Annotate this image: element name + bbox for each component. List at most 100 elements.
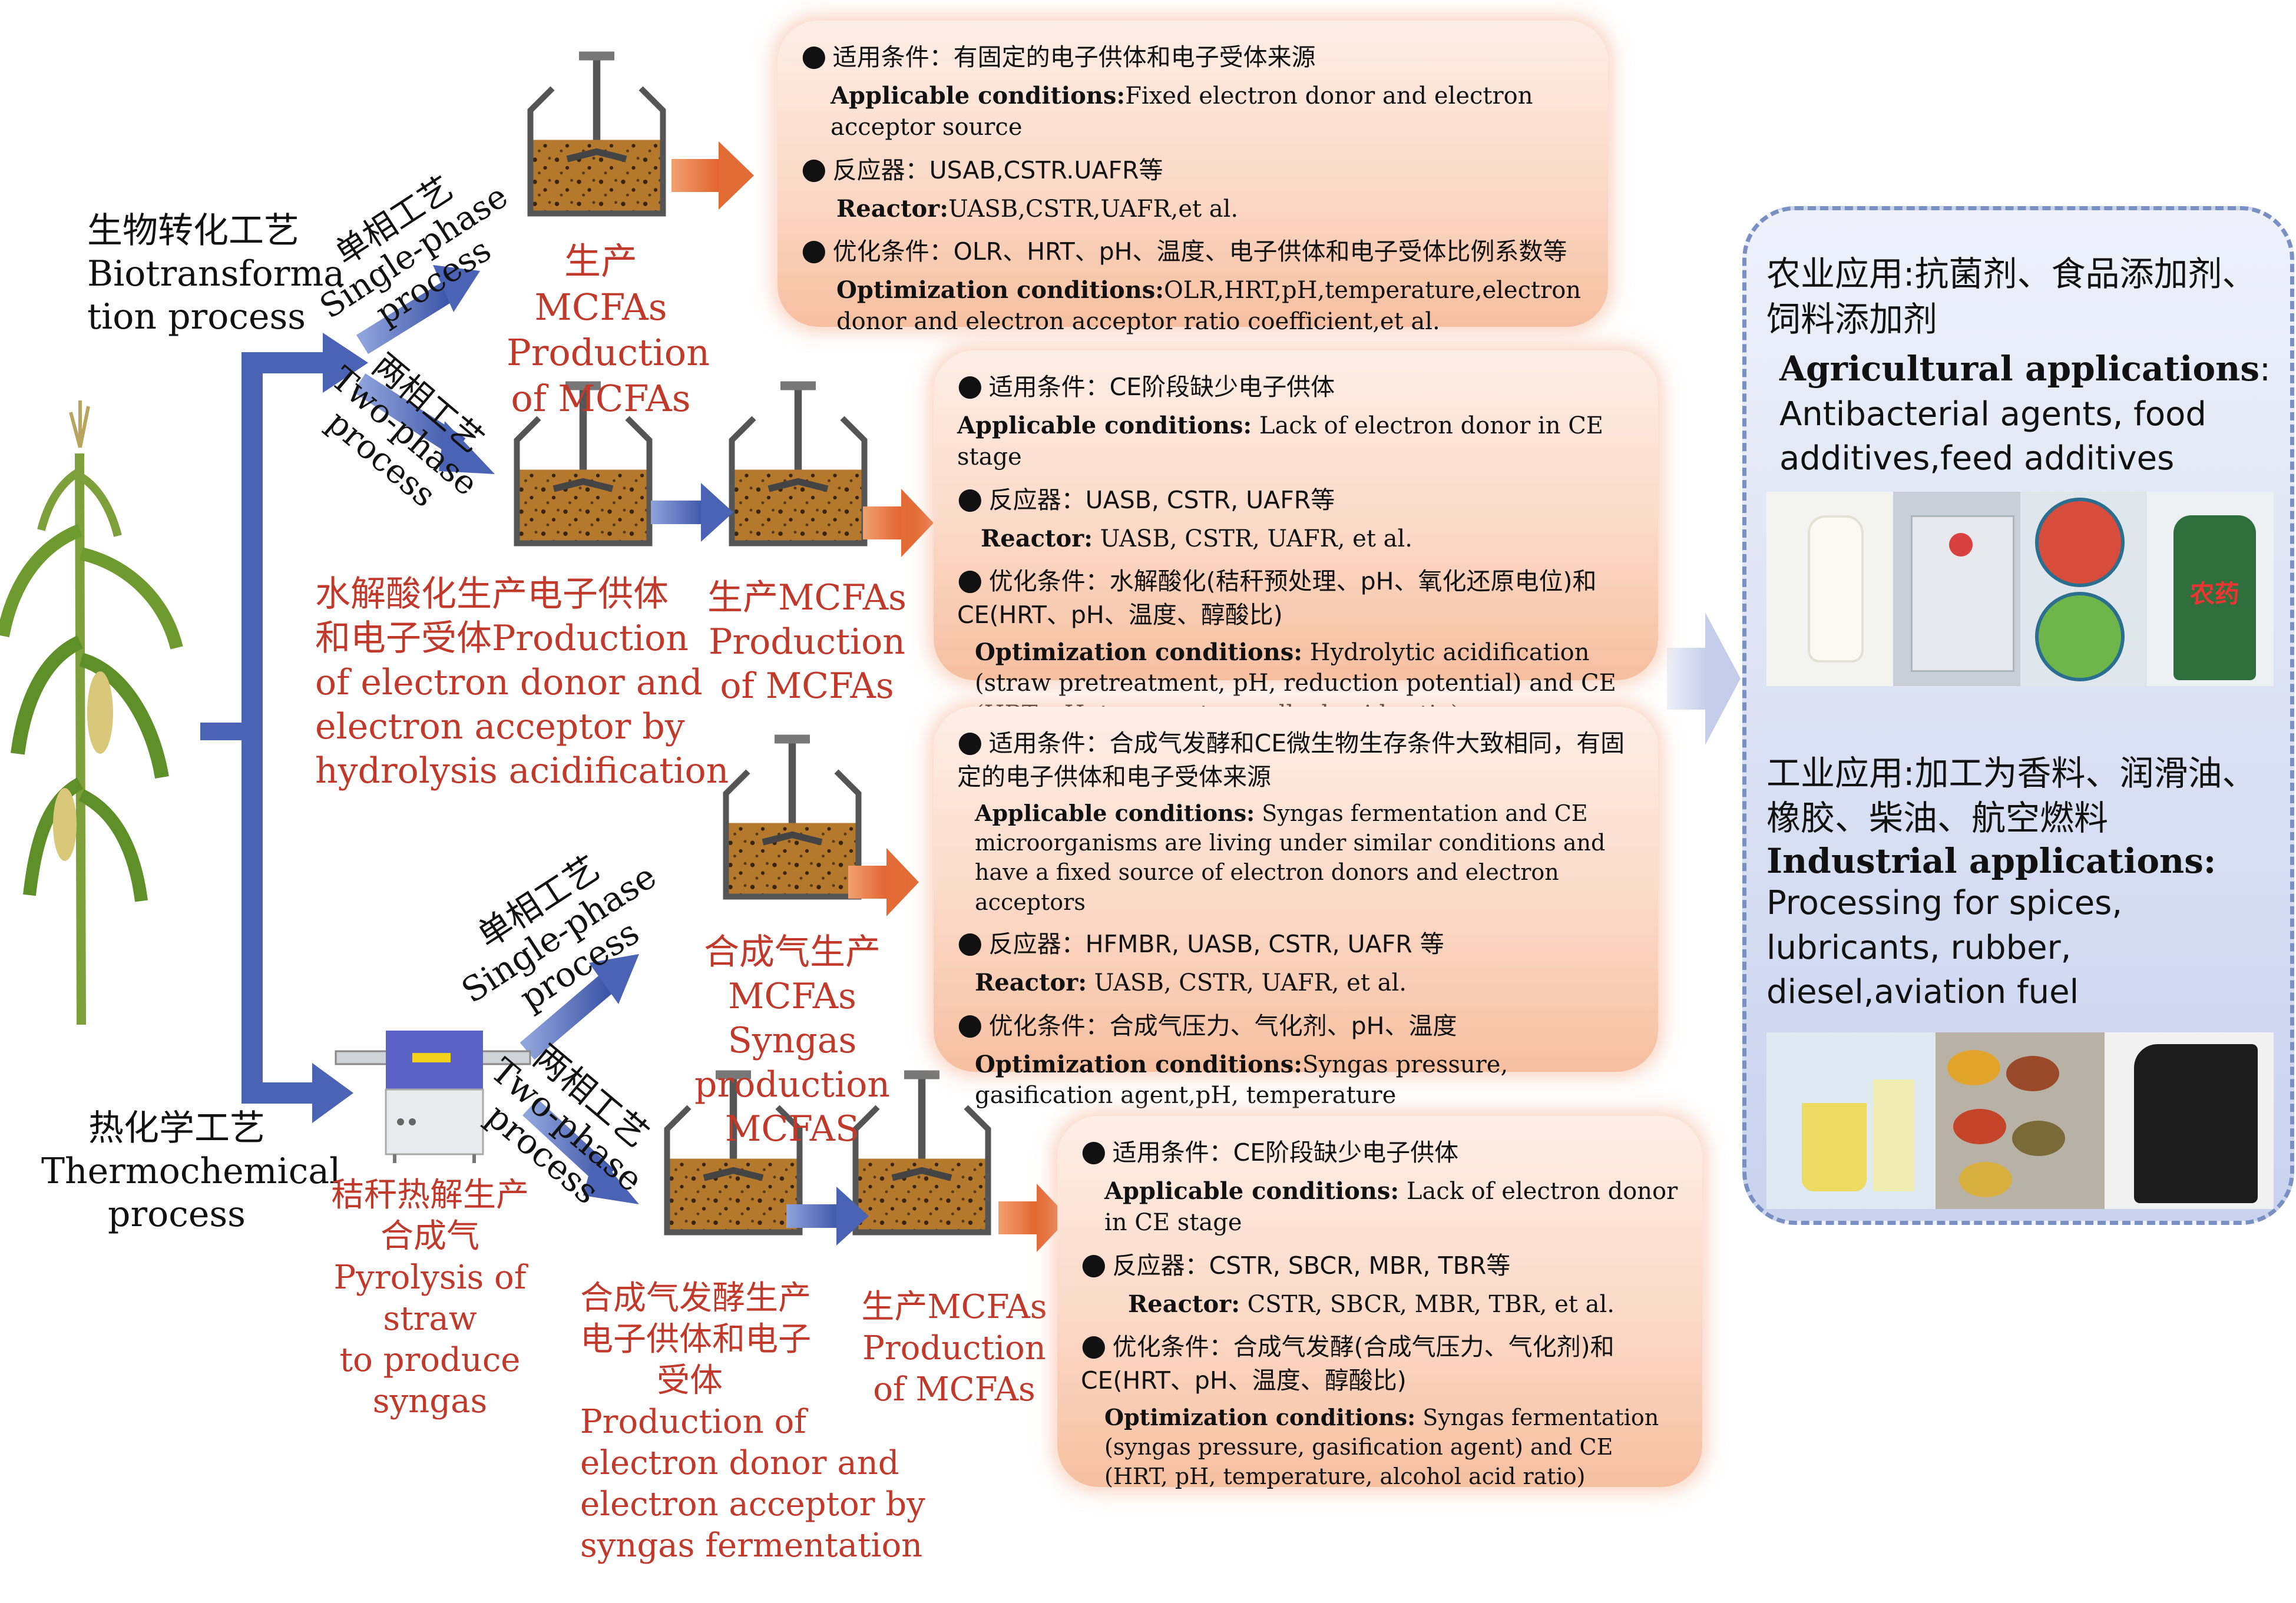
box2-en-2-text: UASB, CSTR, UAFR, et al. (1092, 525, 1412, 552)
ind-images (1766, 1032, 2274, 1209)
reactor-link-arrow-thermo (786, 1187, 869, 1246)
bio-two-step1-line-2: 和电子受体Production (315, 618, 689, 659)
box1-en-1-text: Fixed electron donor and electron accept… (831, 82, 1533, 141)
bullet-icon: ● (1081, 1328, 1107, 1363)
pyrolysis-furnace-image (335, 1031, 531, 1163)
bio-two-step1-line-4: electron acceptor by (315, 706, 685, 747)
bio-two-product-label: 生产MCFAs Production of MCFAs (707, 576, 907, 708)
orange-arrow-box3 (848, 848, 919, 916)
agri-en: Antibacterial agents, food additives,fee… (1779, 395, 2206, 478)
thermo-two-step1-line-1: 合成气发酵生产 (580, 1279, 811, 1317)
reactor-bio-single (531, 52, 663, 214)
thermo-two-step1-line-6: electron acceptor by (580, 1485, 925, 1523)
bullet-icon: ● (801, 38, 827, 72)
pesticide-label: 农药 (2189, 579, 2239, 608)
box4-cn-2: 反应器：CSTR, SBCR, MBR, TBR等 (1112, 1251, 1511, 1280)
bullet-icon: ● (957, 925, 983, 959)
box2-cn-2: 反应器：UASB, CSTR, UAFR等 (988, 485, 1335, 514)
lab-beakers-image (1766, 1032, 1936, 1209)
box1-cn-3: 优化条件：OLR、HRT、pH、温度、电子供体和电子受体比例系数等 (832, 237, 1567, 266)
conditions-box-bio-two: ●适用条件：CE阶段缺少电子供体 Applicable conditions: … (934, 350, 1658, 728)
box4-cn-3: 优化条件：合成气发酵(合成气压力、气化剂)和CE(HRT、pH、温度、醇酸比) (1081, 1333, 1615, 1395)
thermochemical-label: 热化学工艺 Thermochemical process (41, 1107, 341, 1237)
applications-panel: 农业应用:抗菌剂、食品添加剂、饲料添加剂 Agricultural applic… (1742, 206, 2294, 1225)
pyrolysis-line-1: 秸秆热解生产 (331, 1176, 529, 1214)
box2-en-1-text: Lack of electron donor in CE stage (957, 412, 1604, 471)
box3-en-1-text: Syngas fermentation and CE microorganism… (975, 800, 1606, 915)
box1-en-3-text: OLR,HRT,pH,temperature,electron donor an… (836, 277, 1582, 336)
agri-cn: 农业应用:抗菌剂、食品添加剂、饲料添加剂 (1766, 254, 2257, 339)
antibacterial-bottle-image (1766, 491, 1894, 686)
orange-arrow-box2 (863, 489, 934, 557)
box4-en-1-label: Applicable conditions: (1104, 1177, 1400, 1205)
bio-two-product-en-1: Production (709, 621, 905, 663)
syngas-product-line-1: 合成气生产 (704, 932, 881, 973)
box4-en-2-text: CSTR, SBCR, MBR, TBR, et al. (1239, 1290, 1615, 1318)
box4-en-3-label: Optimization conditions: (1104, 1403, 1416, 1430)
bullet-icon: ● (1081, 1134, 1107, 1168)
box3-cn-2: 反应器：HFMBR, UASB, CSTR, UAFR 等 (988, 929, 1444, 958)
thermo-single-phase-arrow (520, 954, 639, 1060)
biotransformation-label: 生物转化工艺 Biotransforma tion process (87, 210, 345, 339)
bullet-icon: ● (957, 724, 983, 759)
bio-single-product-label: 生产MCFAs Production of MCFAs (507, 239, 710, 421)
bio-two-step1-line-1: 水解酸化生产电子供体 (315, 574, 669, 615)
box1-en-2-label: Reactor: (836, 194, 948, 223)
reactor-bio-two-step2 (732, 382, 865, 544)
corn-plant-image (0, 400, 183, 1025)
trunk-arrows (200, 333, 368, 1123)
bio-two-phase-arrow (353, 373, 495, 474)
conditions-box-thermo-two: ●适用条件：CE阶段缺少电子供体 Applicable conditions: … (1057, 1116, 1702, 1489)
thermo-two-step1-line-5: electron donor and (580, 1444, 899, 1482)
box3-cn-1: 适用条件：合成气发酵和CE微生物生存条件大致相同，有固定的电子供体和电子受体来源 (957, 729, 1625, 791)
thermo-two-step1-line-4: Production of (580, 1403, 806, 1441)
box2-en-3-label: Optimization conditions: (975, 638, 1302, 666)
applications-arrow (1667, 612, 1741, 745)
bio-label-cn: 生物转化工艺 (87, 210, 299, 251)
thermo-two-step1-line-7: syngas fermentation (580, 1526, 923, 1565)
conditions-box-thermo-single: ●适用条件：合成气发酵和CE微生物生存条件大致相同，有固定的电子供体和电子受体来… (934, 707, 1658, 1109)
rubber-roll-image (2105, 1032, 2274, 1209)
thermo-two-product-en-2: of MCFAs (873, 1370, 1035, 1409)
bio-two-product-cn: 生产MCFAs (707, 577, 907, 618)
bio-single-phase-arrow (356, 265, 480, 355)
bio-two-product-en-2: of MCFAs (720, 665, 894, 707)
thermo-label-en-1: Thermochemical (41, 1151, 341, 1193)
box3-en-2-text: UASB, CSTR, UAFR, et al. (1086, 969, 1407, 996)
pyrolysis-line-4: to produce syngas (339, 1341, 521, 1420)
thermo-two-step1-line-2: 电子供体和电子 (580, 1320, 811, 1359)
bio-two-step1-label: 水解酸化生产电子供体 和电子受体Production of electron d… (315, 572, 729, 793)
box3-en-3-text: Syngas pressure, gasification agent,pH, … (975, 1051, 1508, 1109)
bio-label-en-2: tion process (87, 296, 306, 338)
syngas-product-line-2: MCFAs (728, 976, 856, 1017)
food-safety-icons-image (2020, 491, 2147, 686)
box1-en-2-text: UASB,CSTR,UAFR,et al. (948, 195, 1239, 223)
box2-en-2-label: Reactor: (981, 524, 1093, 552)
feed-bag-image (1893, 491, 2020, 686)
thermo-two-step1-line-3: 受体 (657, 1362, 723, 1400)
syngas-product-label: 合成气生产 MCFAs Syngas production MCFAS (645, 930, 939, 1151)
syngas-product-line-3: Syngas production (694, 1020, 890, 1105)
bullet-icon: ● (801, 233, 827, 267)
bio-label-en-1: Biotransforma (87, 253, 345, 295)
thermo-two-product-en-1: Production (862, 1329, 1046, 1367)
box1-en-3-label: Optimization conditions: (836, 276, 1164, 304)
thermo-label-en-2: process (108, 1194, 246, 1236)
pyrolysis-label: 秸秆热解生产 合成气 Pyrolysis of straw to produce… (283, 1175, 577, 1422)
bio-single-product-en-1: Production (507, 331, 710, 374)
thermo-label-cn: 热化学工艺 (88, 1108, 265, 1149)
agri-images: 农药 (1766, 491, 2274, 686)
bullet-icon: ● (957, 368, 983, 402)
reactor-thermo-single (726, 735, 859, 897)
thermo-two-phase-arrow (522, 1099, 639, 1204)
thermo-two-product-cn: 生产MCFAs (861, 1288, 1047, 1326)
bio-single-product-en-2: of MCFAs (511, 376, 691, 420)
box1-en-1-label: Applicable conditions: (831, 82, 1126, 110)
box3-en-2-label: Reactor: (975, 968, 1087, 996)
orange-arrow-box1 (671, 141, 754, 210)
bullet-icon: ● (957, 1006, 983, 1041)
box2-cn-3: 优化条件：水解酸化(秸秆预处理、pH、氧化还原电位)和CE(HRT、pH、温度、… (957, 567, 1597, 630)
reactor-link-arrow-bio (651, 483, 733, 542)
orange-arrow-box4 (998, 1184, 1069, 1252)
